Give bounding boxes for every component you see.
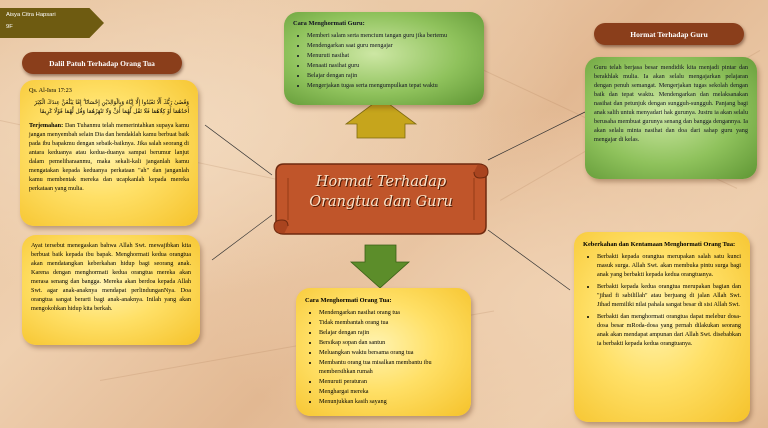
dalil-ref: Qs. Al-Isra 17:23: [29, 87, 72, 94]
author-class: 9F: [6, 24, 13, 30]
list-item: Mendengarkan saat guru mengajar: [307, 42, 475, 51]
explain-box: Ayat tersebut menegaskan bahwa Allah Swt…: [22, 235, 200, 345]
guru-ways-title: Cara Menghormati Guru:: [293, 20, 365, 27]
author-tag: Aisya Citra Hapsari 9F: [0, 8, 104, 38]
connector-line: [487, 111, 586, 161]
list-item: Berbakti kepada kedua orangtua merupakan…: [597, 283, 741, 310]
ortu-ways-title: Cara Menghormati Orang Tua:: [305, 297, 392, 304]
right-heading: Hormat Terhadap Guru: [594, 23, 744, 45]
list-item: Menuruti nasihat: [307, 52, 475, 61]
title-line-1: Hormat Terhadap: [315, 174, 447, 190]
list-item: Menuruti peraturan: [319, 378, 462, 387]
dalil-arabic: وَقَضَىٰ رَبُّكَ أَلَّا تَعْبُدُوا إِلَّ…: [34, 99, 189, 115]
title-scroll: Hormat Terhadap Orangtua dan Guru: [272, 158, 490, 240]
scroll-shape: [273, 163, 489, 235]
list-item: Belajar dengan rajin: [307, 72, 475, 81]
dalil-box: Qs. Al-Isra 17:23 وَقَضَىٰ رَبُّكَ أَلَّ…: [20, 80, 198, 226]
dalil-translation: Terjemahan: Dan Tuhanmu telah memerintah…: [29, 122, 189, 194]
ortu-ways-box: Cara Menghormati Orang Tua: Mendengarkan…: [296, 288, 471, 416]
explain-text: Ayat tersebut menegaskan bahwa Allah Swt…: [31, 242, 191, 312]
list-item: Tidak membantah orang tua: [319, 319, 462, 328]
list-item: Berbakti kepada orangtua merupakan salah…: [597, 253, 741, 280]
title-line-2: Orangtua dan Guru: [309, 194, 453, 211]
connector-line: [211, 214, 273, 261]
arrow-up: [344, 97, 418, 139]
berkah-box: Keberkahan dan Kentamaan Menghormati Ora…: [574, 232, 750, 422]
author-name: Aisya Citra Hapsari: [6, 12, 56, 18]
list-item: Memberi salam serta mencium tangan guru …: [307, 32, 475, 41]
list-item: Mendengarkan nasihat orang tua: [319, 309, 462, 318]
connector-line: [487, 229, 571, 291]
list-item: Bersikap sopan dan santun: [319, 339, 462, 348]
list-item: Belajar dengan rajin: [319, 329, 462, 338]
guru-text: Guru telah berjasa besar mendidik kita m…: [594, 64, 748, 143]
guru-text-box: Guru telah berjasa besar mendidik kita m…: [585, 57, 757, 179]
list-item: Menunjukkan kasih sayang: [319, 398, 462, 407]
translation-text: Dan Tuhanmu telah memerintahkan supaya k…: [29, 121, 189, 192]
list-item: Berbakti dan menghormati orangtua dapat …: [597, 313, 741, 349]
guru-ways-box: Cara Menghormati Guru: Memberi salam ser…: [284, 12, 484, 105]
list-item: Meluangkan waktu bersama orang tua: [319, 349, 462, 358]
list-item: Menaati nasihat guru: [307, 62, 475, 71]
left-heading: Dalil Patuh Terhadap Orang Tua: [22, 52, 182, 74]
list-item: Menghargai mereka: [319, 388, 462, 397]
translation-label: Terjemahan:: [29, 121, 64, 129]
list-item: Mengerjakan tugas serta mengumpulkan tep…: [307, 82, 475, 91]
list-item: Membantu orang tua misalkan membantu ibu…: [319, 359, 462, 377]
connector-line: [204, 124, 273, 176]
arrow-down: [349, 244, 411, 289]
berkah-title: Keberkahan dan Kentamaan Menghormati Ora…: [583, 241, 736, 248]
